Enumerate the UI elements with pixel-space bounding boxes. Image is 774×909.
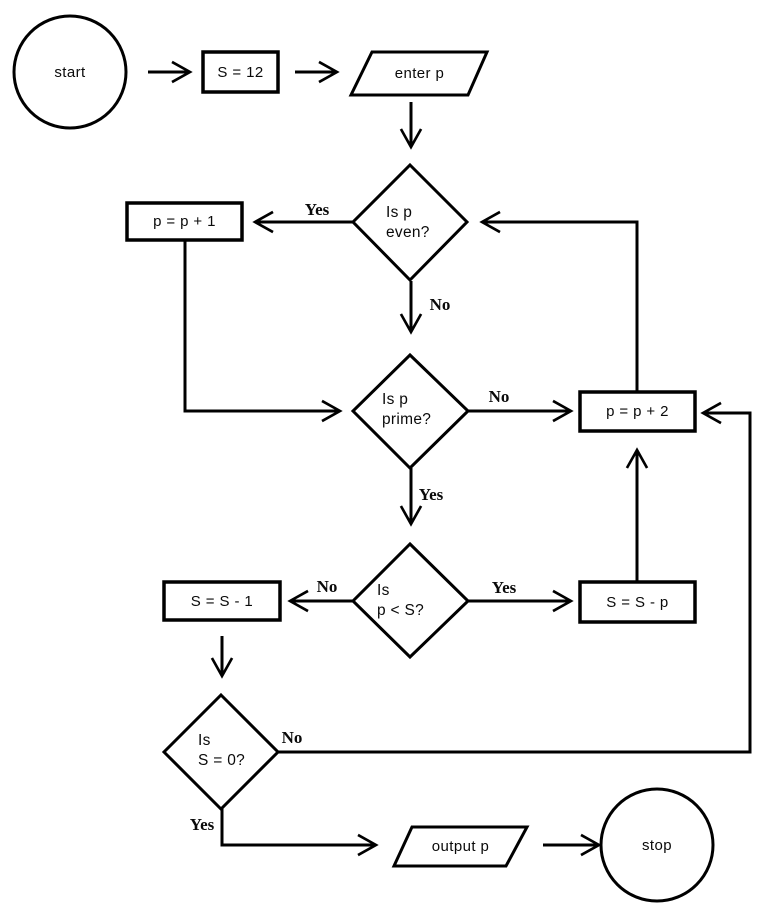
flowchart-shapes [12, 14, 715, 903]
is-prime-label-line2: prime? [382, 411, 432, 428]
edge-is-zero-yes [220, 808, 379, 857]
edge-is-zero-no [278, 401, 752, 754]
is-zero-node-label: Is S = 0? [198, 731, 245, 771]
is-zero-decision-shape [161, 692, 281, 812]
start-terminal-shape [12, 14, 128, 130]
edge-inc-p2-to-is-even [479, 210, 639, 392]
is-even-label-line2: even? [386, 224, 430, 241]
inc-p1-node-label: p = p + 1 [153, 213, 216, 230]
dec-s-process-shape [162, 580, 282, 622]
is-less-node-label: Is p < S? [377, 581, 424, 621]
is-less-label-line1: Is [377, 582, 390, 599]
is-prime-label-line1: Is p [382, 391, 409, 408]
is-less-no-label: No [316, 577, 338, 596]
stop-terminal-shape [599, 787, 715, 903]
output-p-io-shape [391, 825, 530, 868]
inc-p2-node-label: p = p + 2 [606, 403, 669, 420]
inc-p1-process-shape [125, 201, 244, 242]
is-even-decision-shape [350, 162, 470, 283]
enter-p-io-shape [348, 50, 490, 97]
set-s-process-shape [201, 50, 280, 94]
dec-s-node-label: S = S - 1 [190, 592, 254, 610]
is-even-no-label: No [429, 295, 451, 314]
is-zero-yes-label: Yes [189, 815, 215, 834]
is-even-yes-label: Yes [304, 200, 330, 219]
is-less-label-line2: p < S? [377, 602, 425, 619]
is-zero-no-label: No [281, 728, 303, 747]
set-s-node-label: S = 12 [217, 63, 264, 81]
output-p-node-label: output p [431, 838, 490, 855]
sub-p-process-shape [578, 580, 697, 624]
is-zero-label-line1: Is [198, 732, 211, 749]
is-less-yes-label: Yes [491, 578, 517, 597]
edge-inc-p1-to-is-prime [183, 240, 343, 423]
is-zero-label-line2: S = 0? [198, 752, 246, 769]
stop-node-label: stop [642, 836, 672, 854]
is-even-label-line1: Is p [386, 204, 413, 221]
is-even-node-label: Is p even? [386, 203, 430, 243]
is-prime-yes-label: Yes [418, 485, 444, 504]
flowchart-edges [148, 60, 752, 857]
sub-p-node-label: S = S - p [606, 593, 669, 611]
inc-p2-process-shape [578, 390, 697, 433]
is-prime-decision-shape [350, 352, 471, 471]
is-prime-node-label: Is p prime? [382, 390, 431, 430]
is-less-decision-shape [350, 541, 471, 660]
is-prime-no-label: No [488, 387, 510, 406]
start-node-label: start [54, 63, 86, 81]
enter-p-node-label: enter p [394, 65, 445, 82]
